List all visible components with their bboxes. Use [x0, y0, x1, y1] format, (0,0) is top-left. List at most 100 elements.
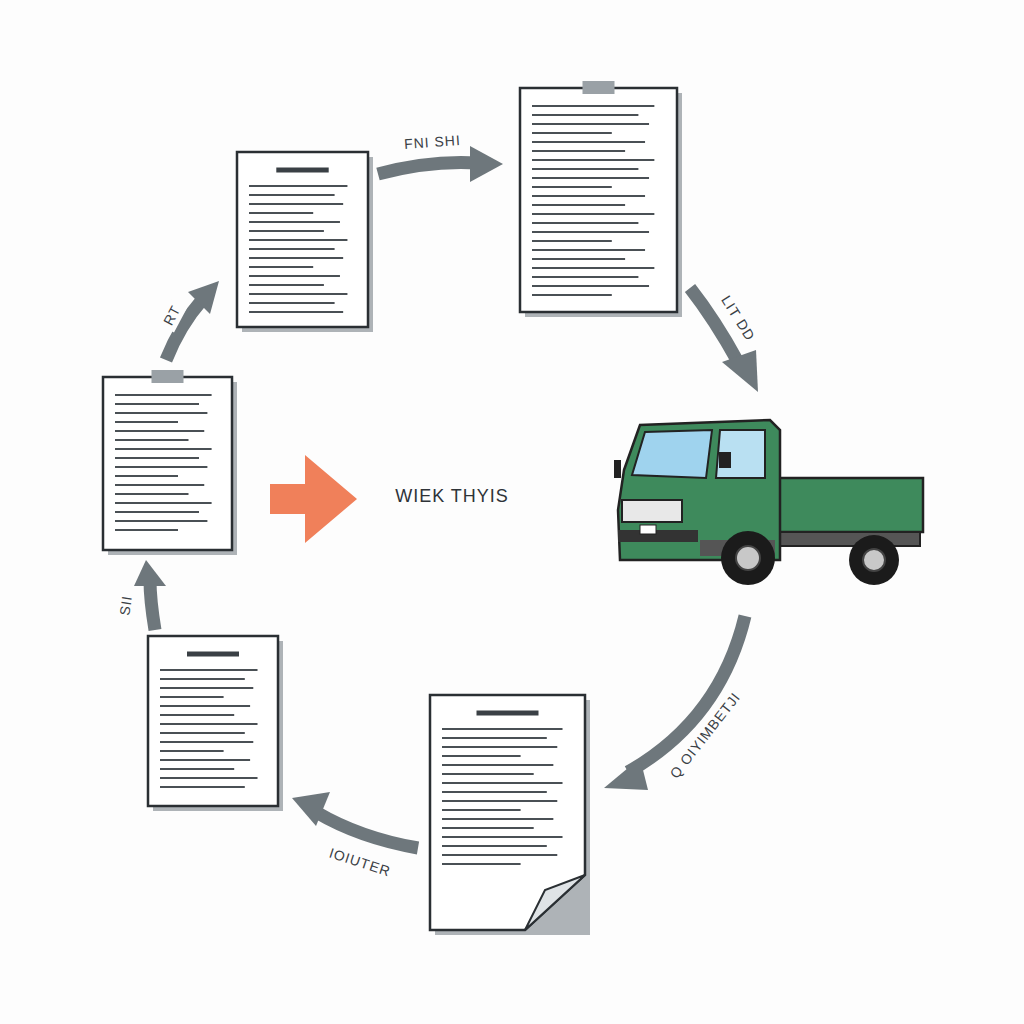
text-line [115, 511, 199, 513]
arrow-label: SII [115, 590, 138, 620]
truck-chassis [770, 532, 920, 546]
plate [640, 525, 656, 534]
text-line [532, 177, 649, 179]
text-line [115, 403, 199, 405]
text-line [160, 705, 250, 707]
text-line [249, 275, 340, 277]
text-line [115, 439, 189, 441]
text-line [160, 759, 250, 761]
text-line [115, 466, 207, 468]
text-line [249, 266, 313, 268]
document-sheet [148, 636, 283, 811]
text-line [160, 678, 245, 680]
text-line [442, 782, 563, 784]
document-sheet [237, 152, 373, 332]
text-line [532, 231, 649, 233]
sheet [237, 152, 368, 327]
text-line [160, 777, 258, 779]
sheet [430, 695, 585, 930]
text-line [160, 696, 224, 698]
text-line [160, 714, 234, 716]
text-line [442, 737, 547, 739]
text-line [442, 863, 521, 865]
text-line [160, 741, 253, 743]
front-wheel [721, 531, 775, 585]
text-line [249, 293, 347, 295]
text-line [532, 294, 612, 296]
documents [103, 81, 682, 935]
text-line [115, 457, 199, 459]
text-line [442, 791, 547, 793]
text-line [442, 764, 553, 766]
arrow-label: IOIUTER [323, 842, 397, 882]
text-line [160, 723, 258, 725]
text-line [160, 669, 258, 671]
text-line [115, 430, 204, 432]
arrow-label: FNI SHI [399, 130, 465, 153]
text-line [442, 773, 534, 775]
arrow-head [292, 792, 330, 826]
text-line [532, 168, 638, 170]
text-line [532, 132, 612, 134]
text-line [532, 123, 649, 125]
truck-bed [775, 478, 923, 532]
text-line [532, 105, 654, 107]
text-line [160, 687, 253, 689]
document-sheet [103, 370, 237, 555]
arrow-head [604, 758, 648, 790]
heading-bar [187, 652, 239, 657]
text-line [249, 194, 335, 196]
text-line [532, 276, 638, 278]
text-line [160, 732, 245, 734]
text-line [249, 230, 324, 232]
text-line [532, 222, 638, 224]
text-line [115, 520, 207, 522]
text-line [532, 249, 645, 251]
arrow-shaft [150, 580, 155, 630]
text-line [532, 267, 654, 269]
sheet [148, 636, 278, 806]
bumper [618, 530, 698, 542]
rear-wheel [849, 535, 899, 585]
text-line [442, 800, 557, 802]
text-line [532, 258, 625, 260]
text-line [442, 755, 521, 757]
text-line [249, 239, 347, 241]
text-line [249, 221, 340, 223]
text-line [442, 845, 547, 847]
arrow-head [134, 560, 166, 586]
text-line [442, 728, 563, 730]
arrow-head [188, 281, 219, 314]
text-line [532, 114, 638, 116]
text-line [442, 818, 553, 820]
page-curl [525, 875, 585, 930]
text-line [249, 212, 313, 214]
text-line [532, 240, 612, 242]
text-line [115, 412, 207, 414]
side-window [716, 430, 765, 478]
text-line [249, 203, 343, 205]
text-line [115, 493, 189, 495]
arrow-head [722, 350, 758, 392]
text-line [442, 836, 563, 838]
text-line [532, 285, 649, 287]
text-line [532, 159, 654, 161]
hub [736, 546, 760, 570]
text-line [442, 827, 534, 829]
text-line [115, 475, 178, 477]
document-sheet [520, 81, 682, 317]
document-sheet [430, 695, 590, 935]
arrow-head [470, 146, 503, 182]
text-line [115, 394, 212, 396]
text-line [532, 141, 645, 143]
text-line [532, 213, 654, 215]
mirror [614, 460, 621, 478]
heading-bar [276, 168, 328, 173]
hub [863, 549, 885, 571]
mirror [719, 452, 731, 468]
text-line [442, 746, 557, 748]
text-line [115, 421, 178, 423]
text-line [532, 195, 645, 197]
heading-bar [477, 711, 539, 716]
